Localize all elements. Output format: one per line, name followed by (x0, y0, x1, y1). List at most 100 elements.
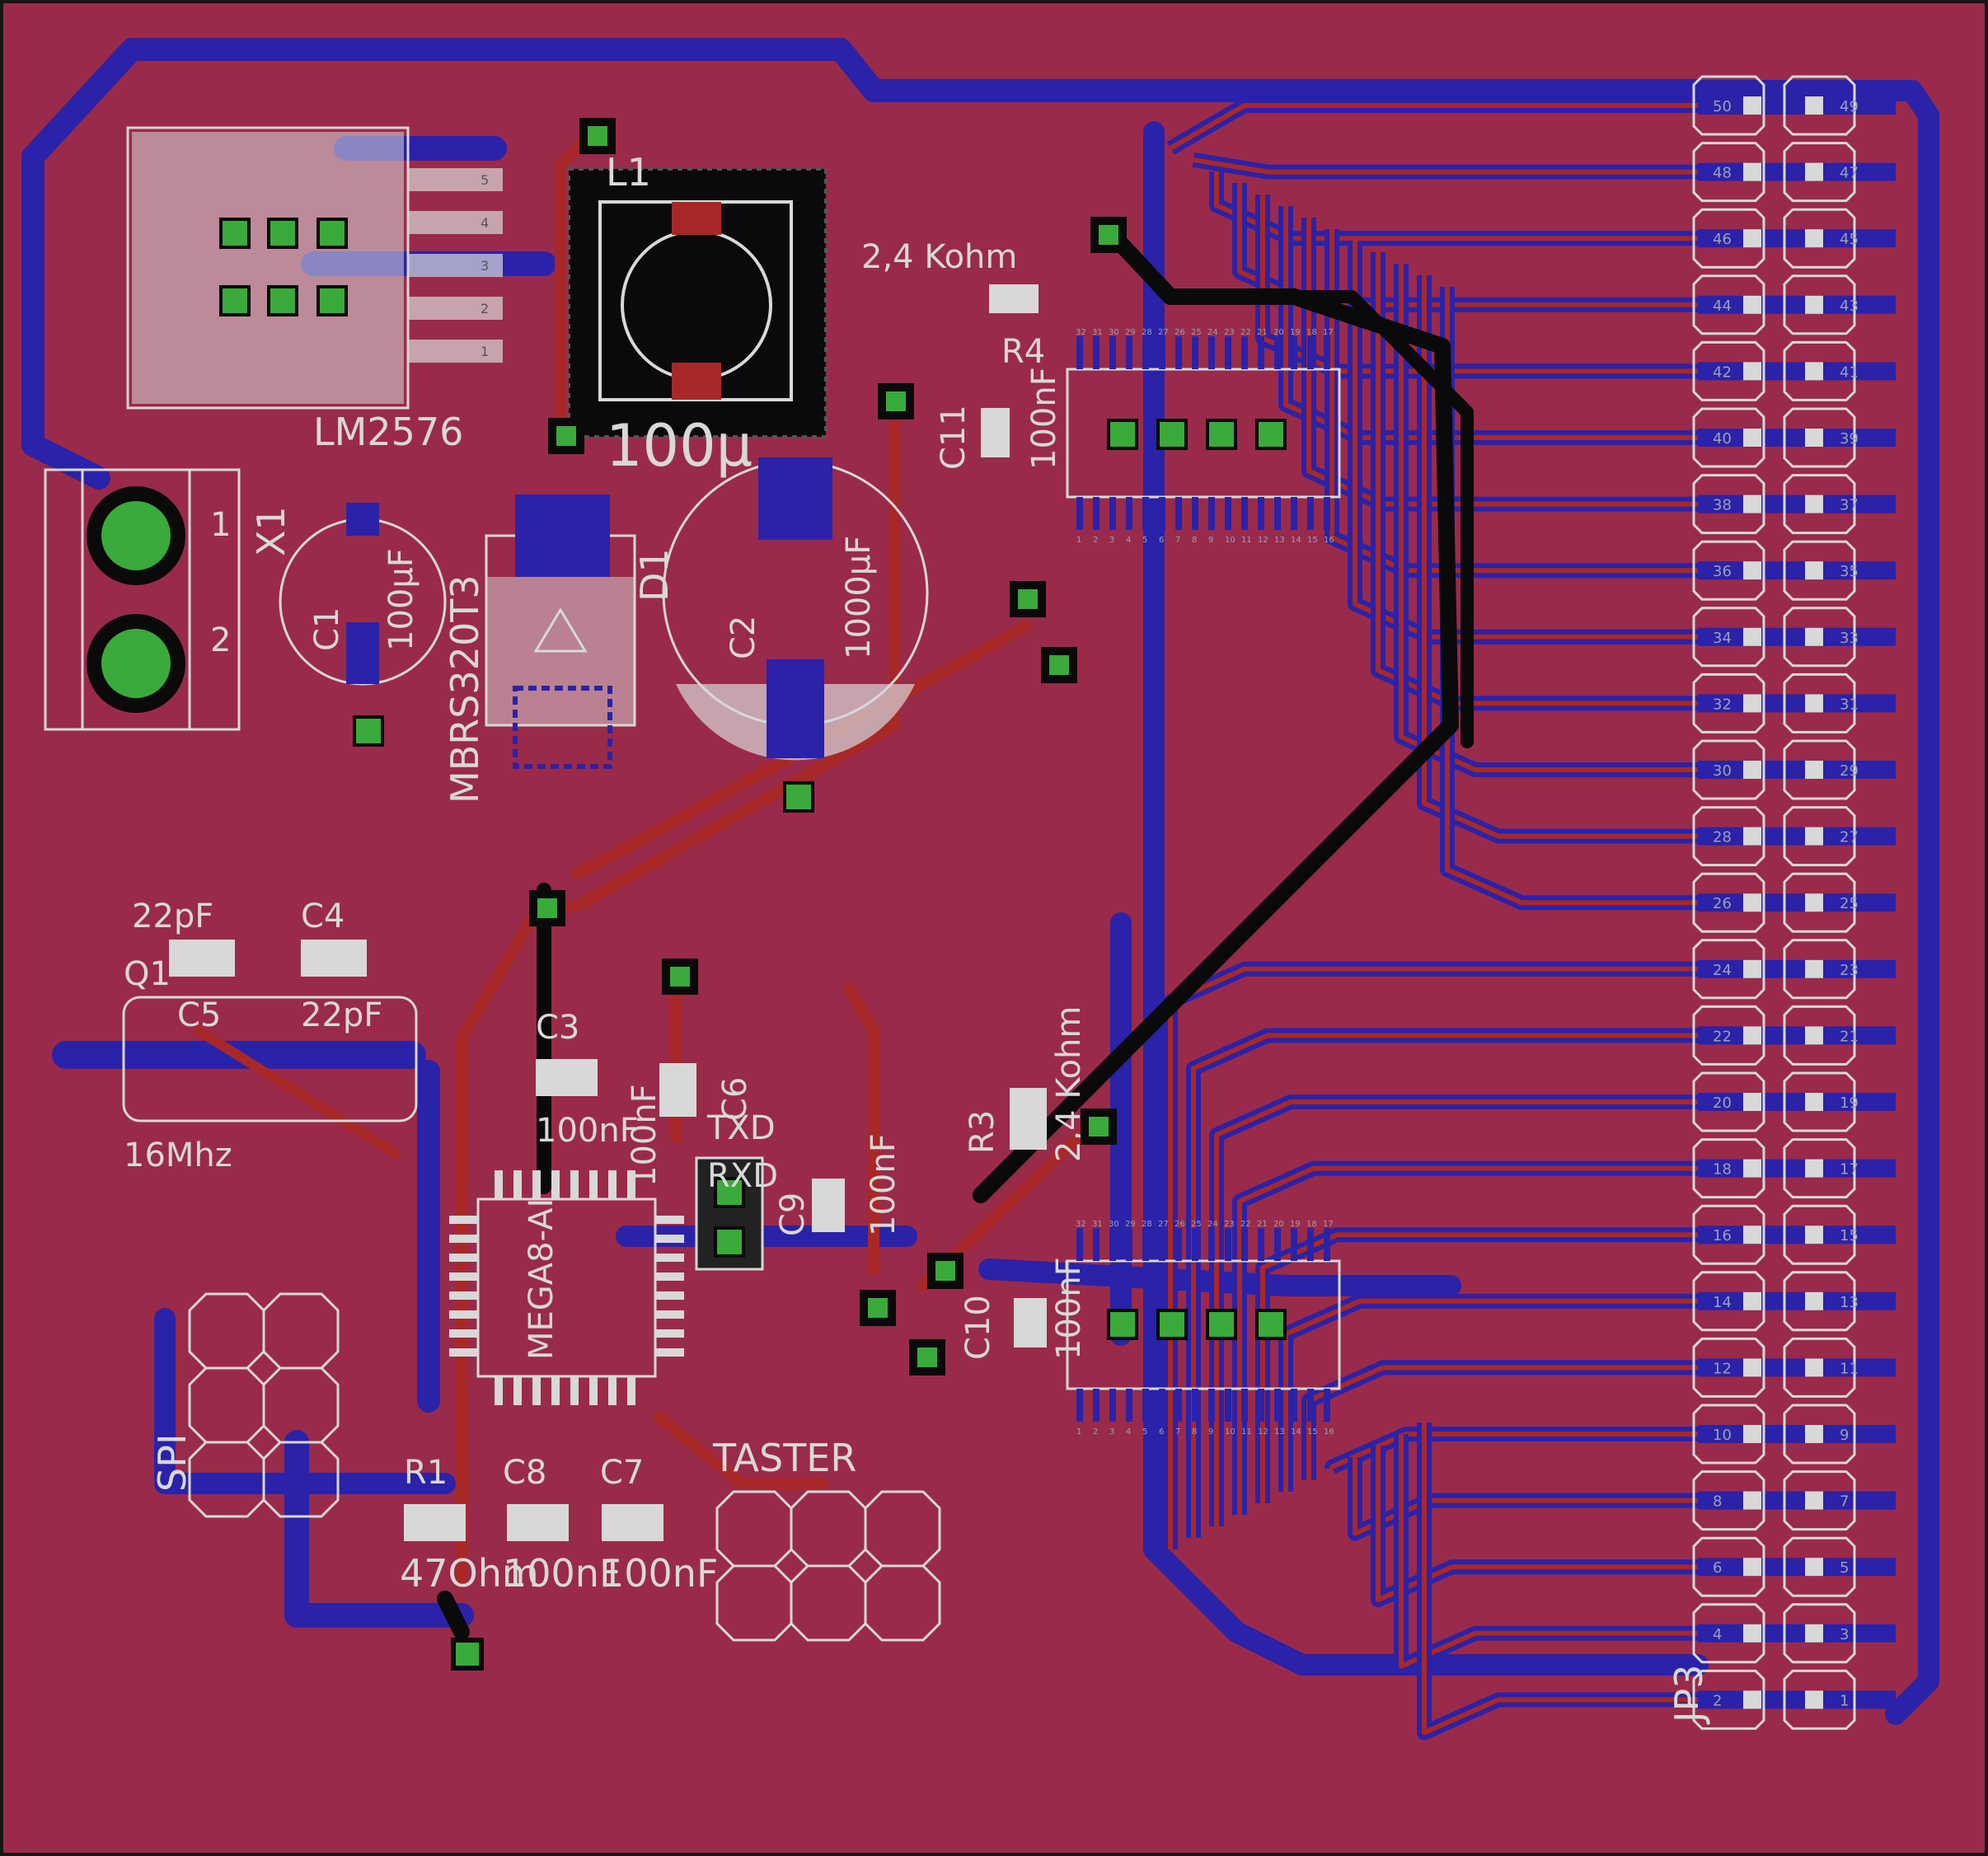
taster-header[interactable] (715, 1490, 941, 1642)
header-pad (1805, 1425, 1823, 1443)
mega8-pin (449, 1216, 478, 1224)
header-pad (1805, 1093, 1823, 1111)
mega8-pin (655, 1254, 684, 1262)
mega8-pin (449, 1235, 478, 1243)
header-pin-outline (1783, 1603, 1856, 1664)
mega8-pin (655, 1329, 684, 1338)
ic-pin (1175, 1389, 1182, 1422)
ic-pin (1208, 1228, 1215, 1261)
mega8-pin (655, 1348, 684, 1357)
header-pin-outline (1783, 1536, 1856, 1597)
c2-pad-minus (767, 659, 824, 758)
header-pin-outline (1692, 872, 1765, 933)
header-pin-outline (1692, 208, 1765, 269)
l1-pad-1 (672, 202, 721, 235)
header-pin-number: 25 (1840, 895, 1859, 912)
ic-pin (1192, 336, 1198, 369)
header-pad (1805, 627, 1823, 646)
fan-trace-top (1193, 157, 1698, 175)
header-pad (1805, 494, 1823, 513)
header-pad (1805, 162, 1823, 181)
lm2576-pin (408, 340, 503, 363)
ic-pin-number: 3 (1109, 1427, 1114, 1437)
ic-pin (1208, 497, 1215, 530)
header-pin-outline (1783, 407, 1856, 468)
ic-pin-number: 21 (1257, 328, 1268, 337)
header-pin-number: 17 (1840, 1161, 1859, 1179)
ic-pin-number: 11 (1241, 536, 1252, 545)
ic-pin (1241, 1228, 1248, 1261)
ic-pin-number: 28 (1142, 328, 1152, 337)
c2-pad-plus (758, 457, 832, 540)
ic-pin-number: 4 (1126, 1427, 1131, 1437)
header-pin-outline (1692, 1138, 1765, 1199)
c11-value: 100nF (1025, 367, 1063, 470)
header-pin-outline (1692, 474, 1765, 535)
fan-trace-top (1422, 275, 1698, 839)
header-pin-number: 22 (1713, 1028, 1732, 1045)
d1-pad-a (513, 686, 612, 769)
header-pin-outline (1783, 739, 1856, 800)
header-pin-number: 30 (1713, 762, 1732, 780)
c11-body (981, 408, 1010, 457)
header-pin-outline (1692, 407, 1765, 468)
ic-pin-number: 24 (1207, 328, 1218, 337)
ic-pin-number: 15 (1307, 1427, 1318, 1437)
header-pin-number: 41 (1840, 363, 1859, 381)
ic-pin-number: 15 (1307, 536, 1318, 545)
fan-trace-top (1353, 1457, 1698, 1536)
q1-value: 16Mhz (124, 1137, 232, 1174)
header-pin-number: 38 (1713, 497, 1732, 514)
header-pad (1743, 561, 1761, 580)
ic-pin (1307, 336, 1314, 369)
ic-lower-outline (1066, 1259, 1341, 1390)
ic-pin-number: 14 (1291, 1427, 1301, 1437)
header-pin-number: 42 (1713, 363, 1732, 381)
header-pin-number: 3 (1840, 1626, 1849, 1643)
ic-pin-number: 23 (1224, 1220, 1235, 1229)
ic-pin (1274, 1389, 1281, 1422)
header-pin-outline (1692, 739, 1765, 800)
fan-trace-top (1399, 264, 1698, 772)
ic-pin-number: 20 (1273, 328, 1284, 337)
ic-pin (1076, 336, 1083, 369)
mega8-pin (608, 1170, 617, 1199)
r1-value: 47Ohm (400, 1551, 539, 1596)
l1-value: 100µ (606, 412, 753, 480)
ic-pin (1291, 1389, 1297, 1422)
ic-pin-number: 8 (1192, 1427, 1197, 1437)
mega8-label: MEGA8-AI (523, 1198, 560, 1360)
ic-pin (1192, 1389, 1198, 1422)
ic-pin-number: 12 (1258, 536, 1268, 545)
fan-trace-top (1376, 252, 1698, 706)
txd-pin (714, 1226, 745, 1258)
txd-label: TXD (706, 1109, 776, 1147)
header-pin-outline (1783, 1071, 1856, 1132)
ic-pin (1324, 1389, 1330, 1422)
ic-pin (1192, 497, 1198, 530)
header-pad (1743, 295, 1761, 314)
header-pin-outline (1783, 939, 1856, 1000)
ic-pin (1225, 1389, 1231, 1422)
header-pad (1805, 1558, 1823, 1577)
header-pin-number: 43 (1840, 298, 1859, 315)
spi-header[interactable] (188, 1292, 340, 1518)
header-pin-outline (1783, 1337, 1856, 1398)
c10-label: C10 (959, 1295, 997, 1360)
header-pad (1805, 229, 1823, 248)
header-pin-outline (1783, 474, 1856, 535)
ic-pin (1159, 1389, 1165, 1422)
header-pin-number: 34 (1713, 630, 1732, 647)
mega8-pin (449, 1254, 478, 1262)
header-pin-number: 46 (1713, 231, 1732, 248)
ic-pin-number: 28 (1142, 1220, 1152, 1229)
header-pin-number: 4 (1713, 1626, 1722, 1643)
mega8-pin (532, 1376, 541, 1405)
header-pad (1743, 362, 1761, 381)
ic-pin-number: 30 (1109, 328, 1119, 337)
header-pad (1743, 1226, 1761, 1244)
header-pad (1805, 959, 1823, 978)
header-pin-number: 20 (1713, 1094, 1732, 1112)
